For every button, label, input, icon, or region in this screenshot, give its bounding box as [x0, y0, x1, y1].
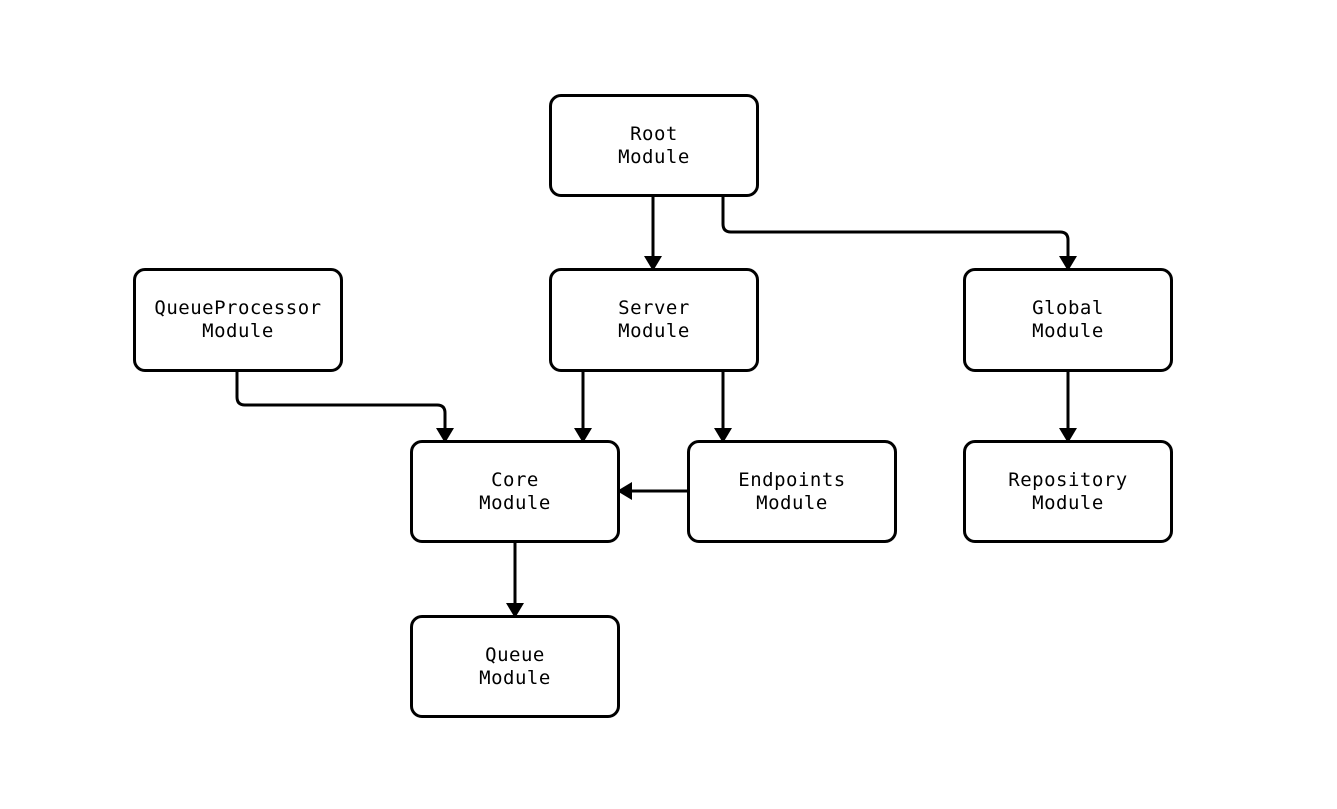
node-global-module[interactable]: Global Module — [963, 268, 1173, 372]
node-endpoints-module[interactable]: Endpoints Module — [687, 440, 897, 543]
node-endpoints-module-line1: Endpoints — [738, 468, 846, 491]
node-repository-module-line2: Module — [1032, 491, 1104, 514]
node-queueprocessor-module[interactable]: QueueProcessor Module — [133, 268, 343, 372]
node-server-module[interactable]: Server Module — [549, 268, 759, 372]
node-repository-module-line1: Repository — [1008, 468, 1128, 491]
node-queue-module-line2: Module — [479, 666, 551, 689]
arrowhead-server-to-core — [574, 428, 592, 443]
node-queue-module[interactable]: Queue Module — [410, 615, 620, 718]
node-endpoints-module-line2: Module — [756, 491, 828, 514]
arrowhead-endpoints-to-core — [617, 482, 632, 500]
node-global-module-line1: Global — [1032, 297, 1104, 319]
arrowhead-queueprocessor-to-core — [436, 428, 454, 443]
node-root-module[interactable]: Root Module — [549, 94, 759, 197]
node-queueprocessor-module-line2: Module — [202, 320, 274, 342]
edge-root-to-global — [721, 197, 1070, 256]
arrowhead-server-to-endpoints — [714, 428, 732, 443]
node-queue-module-line1: Queue — [485, 643, 545, 666]
edges-group — [235, 197, 1077, 618]
node-global-module-line2: Module — [1032, 320, 1104, 342]
node-core-module-line1: Core — [491, 468, 539, 491]
arrowhead-root-to-global — [1059, 256, 1077, 271]
node-server-module-line2: Module — [618, 320, 690, 342]
node-server-module-line1: Server — [618, 297, 690, 319]
node-core-module-line2: Module — [479, 491, 551, 514]
node-core-module[interactable]: Core Module — [410, 440, 620, 543]
node-root-module-line2: Module — [618, 145, 690, 168]
arrowhead-core-to-queue — [506, 603, 524, 618]
edge-queueprocessor-to-core — [235, 372, 447, 428]
node-repository-module[interactable]: Repository Module — [963, 440, 1173, 543]
node-queueprocessor-module-line1: QueueProcessor — [154, 297, 322, 319]
arrowhead-global-to-repository — [1059, 428, 1077, 443]
node-root-module-line1: Root — [630, 122, 678, 145]
arrowhead-root-to-server — [644, 256, 662, 271]
